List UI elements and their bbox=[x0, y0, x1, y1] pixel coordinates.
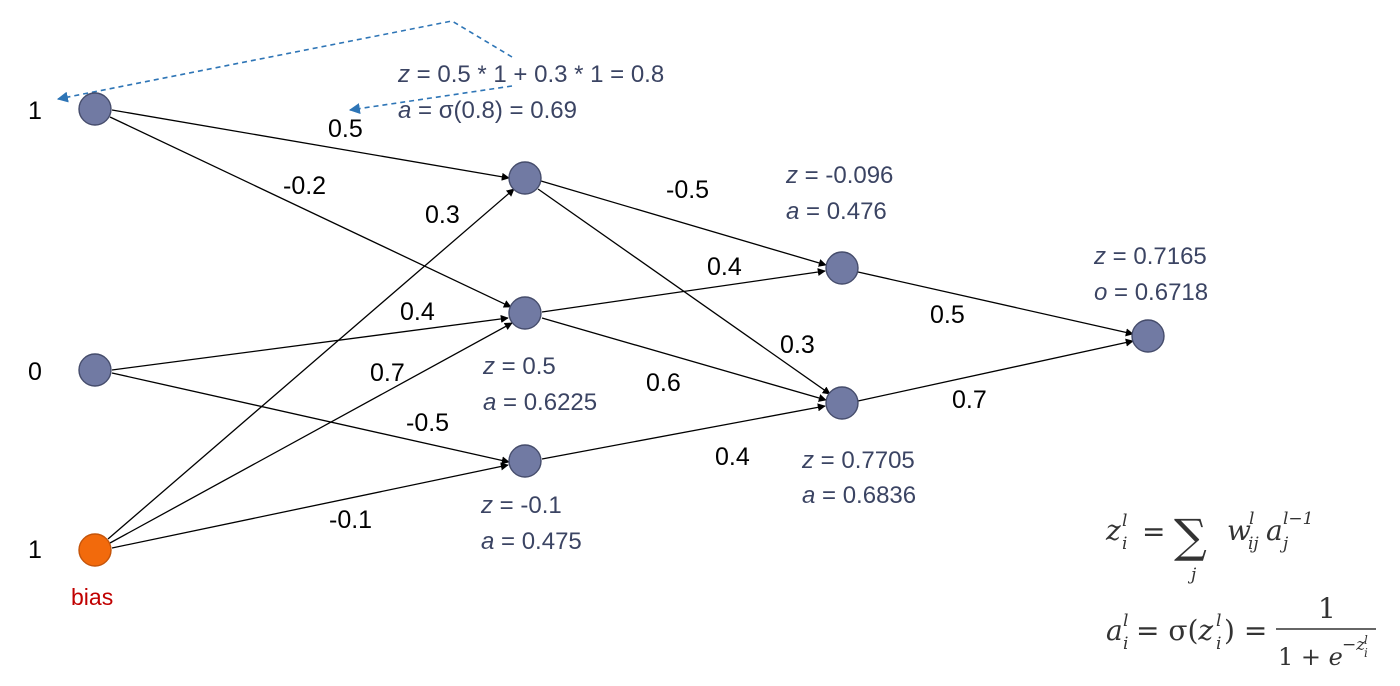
svg-text:l: l bbox=[1216, 611, 1221, 631]
edge-b-h1 bbox=[107, 188, 515, 540]
edge-k2-out bbox=[857, 338, 1134, 402]
svg-text:z: z bbox=[1105, 514, 1121, 547]
edge-k1-out bbox=[857, 271, 1134, 337]
callout-arrow-to-input bbox=[56, 20, 513, 103]
output-node bbox=[1131, 319, 1165, 353]
input-node-2 bbox=[78, 353, 112, 387]
weight-b-h3: -0.1 bbox=[329, 506, 372, 534]
svg-text:l: l bbox=[1122, 511, 1127, 531]
weight-b-h1: 0.3 bbox=[425, 201, 460, 229]
hidden1-node-1 bbox=[508, 161, 542, 195]
svg-text:w: w bbox=[1227, 514, 1251, 547]
input-node-1 bbox=[78, 92, 112, 126]
hidden2-node-1 bbox=[825, 251, 859, 285]
svg-text:=: = bbox=[1142, 515, 1165, 548]
svg-text:a: a bbox=[1106, 614, 1123, 647]
formula-activation: a l i = σ(z l i ) = 1 1 + e −z l i bbox=[1106, 592, 1376, 671]
edge-h1-k2 bbox=[537, 188, 831, 395]
svg-text:ij: ij bbox=[1248, 534, 1259, 554]
annotation-k1-a: a = 0.476 bbox=[786, 198, 887, 225]
svg-text:i: i bbox=[1364, 646, 1368, 660]
svg-text:) =: ) = bbox=[1224, 614, 1267, 647]
weight-k2-out: 0.7 bbox=[952, 386, 987, 414]
annotation-k2-z: z = 0.7705 bbox=[801, 447, 915, 474]
weight-h3-k2: 0.4 bbox=[715, 443, 750, 471]
edge-i1-h2 bbox=[109, 116, 512, 308]
annotation-h1-z: z = 0.5 * 1 + 0.3 * 1 = 0.8 bbox=[397, 61, 664, 88]
annotation-h1-a: a = σ(0.8) = 0.69 bbox=[398, 97, 577, 124]
svg-text:l: l bbox=[1123, 611, 1128, 631]
svg-text:i: i bbox=[1122, 534, 1127, 554]
input-value-2: 0 bbox=[28, 358, 42, 386]
weight-i2-h3: -0.5 bbox=[406, 409, 449, 437]
edge-i2-h2 bbox=[111, 314, 509, 371]
svg-text:−z: −z bbox=[1342, 635, 1366, 655]
edge-h3-k2 bbox=[541, 403, 826, 460]
weight-i1-h1: 0.5 bbox=[328, 115, 363, 143]
svg-text:∑: ∑ bbox=[1174, 509, 1207, 563]
annotation-h3-z: z = -0.1 bbox=[480, 492, 562, 519]
weight-h2-k2: 0.6 bbox=[646, 369, 681, 397]
input-value-bias: 1 bbox=[28, 536, 42, 564]
annotation-k1-z: z = -0.096 bbox=[785, 162, 893, 189]
bias-node bbox=[78, 533, 112, 567]
svg-text:i: i bbox=[1216, 634, 1221, 654]
edge-h1-k1 bbox=[540, 180, 827, 267]
annotation-out-z: z = 0.7165 bbox=[1093, 243, 1207, 270]
annotation-k2-a: a = 0.6836 bbox=[802, 482, 916, 509]
svg-text:j: j bbox=[1279, 534, 1289, 554]
svg-text:l: l bbox=[1249, 509, 1254, 529]
annotation-h3-a: a = 0.475 bbox=[481, 528, 582, 555]
input-value-1: 1 bbox=[28, 97, 42, 125]
edge-i2-h3 bbox=[111, 372, 510, 465]
weight-b-h2: 0.7 bbox=[370, 359, 405, 387]
weight-h1-k1: -0.5 bbox=[666, 176, 709, 204]
annotation-out-o: o = 0.6718 bbox=[1094, 279, 1208, 306]
svg-text:i: i bbox=[1123, 634, 1128, 654]
edge-i1-h1 bbox=[111, 109, 510, 181]
hidden1-node-3 bbox=[508, 444, 542, 478]
svg-text:l−1: l−1 bbox=[1283, 509, 1314, 529]
svg-text:1: 1 bbox=[1318, 592, 1336, 625]
weight-h1-k2: 0.3 bbox=[780, 331, 815, 359]
annotation-h2-a: a = 0.6225 bbox=[483, 389, 597, 416]
svg-text:a: a bbox=[1266, 514, 1283, 547]
hidden2-node-2 bbox=[825, 386, 859, 420]
annotation-h2-z: z = 0.5 bbox=[482, 353, 556, 380]
formula-weighted-sum: z l i = ∑ j w l ij a l−1 j bbox=[1105, 509, 1314, 585]
svg-text:j: j bbox=[1187, 565, 1197, 585]
bias-label: bias bbox=[71, 584, 113, 610]
svg-text:= σ(z: = σ(z bbox=[1136, 614, 1213, 647]
hidden1-node-2 bbox=[508, 296, 542, 330]
edge-h2-k2 bbox=[541, 317, 827, 402]
edge-b-h2 bbox=[109, 322, 513, 544]
weight-i1-h2: -0.2 bbox=[283, 172, 326, 200]
weight-h2-k1: 0.4 bbox=[707, 253, 742, 281]
svg-text:1 + e: 1 + e bbox=[1278, 643, 1343, 671]
callout-arrow-to-weight bbox=[348, 85, 513, 114]
weight-i2-h2: 0.4 bbox=[400, 298, 435, 326]
weight-k1-out: 0.5 bbox=[930, 301, 965, 329]
svg-text:l: l bbox=[1364, 633, 1368, 647]
edge-b-h3 bbox=[111, 462, 509, 549]
